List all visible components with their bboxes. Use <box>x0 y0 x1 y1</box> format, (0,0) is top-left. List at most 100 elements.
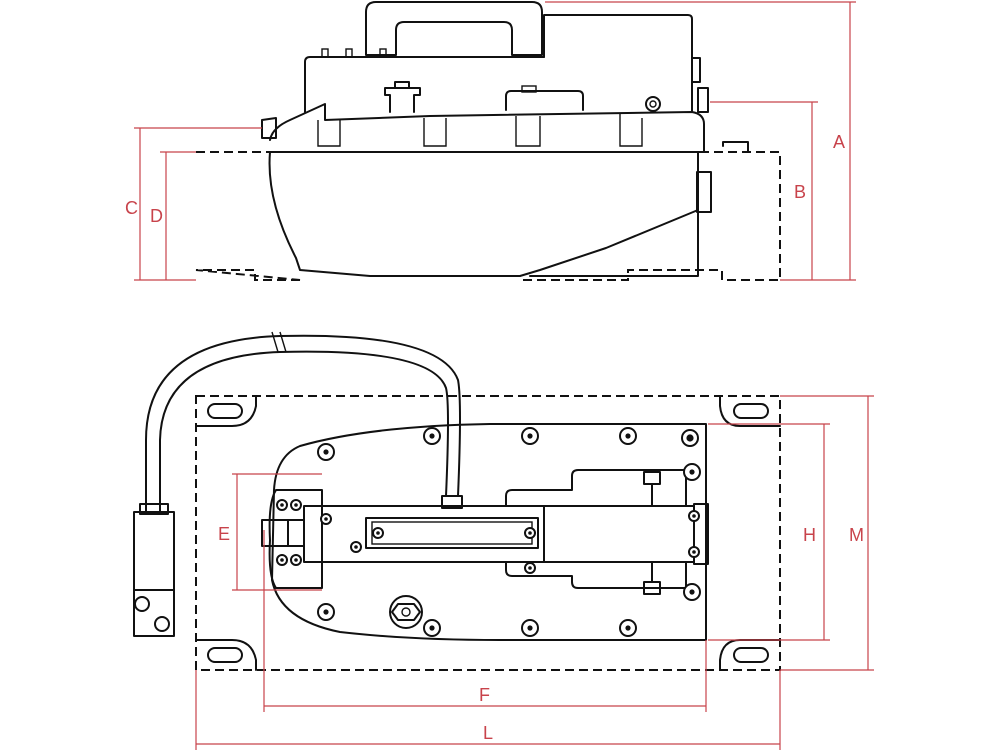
pendant-cap <box>139 503 169 515</box>
side-view <box>195 1 781 281</box>
bolt-center <box>689 469 695 475</box>
electrical-connector <box>384 81 421 113</box>
remote-hose <box>145 334 461 513</box>
manifold-bar <box>303 505 545 563</box>
motor-housing <box>304 14 693 113</box>
valve-port <box>261 519 289 547</box>
reservoir-body <box>268 151 699 277</box>
side-baseplate-outline <box>195 151 781 281</box>
band-pocket <box>515 116 541 147</box>
valve-end-cap <box>693 503 709 565</box>
bolt-center <box>692 550 696 554</box>
bolt-center <box>528 531 532 535</box>
top-fitting <box>379 48 387 58</box>
mounting-slot <box>733 647 769 663</box>
valve-body <box>543 505 695 563</box>
slot-boss <box>195 639 257 671</box>
bolt-center <box>280 558 284 562</box>
dimension-label-f: F <box>479 685 490 705</box>
slot-boss <box>719 395 781 427</box>
side-clip <box>722 141 749 153</box>
dimension-e: E <box>218 473 322 591</box>
band-pocket <box>317 120 341 147</box>
frame-pin <box>643 471 661 485</box>
side-fitting <box>697 87 709 113</box>
pendant-button-icon <box>134 596 150 612</box>
bolt-center <box>625 433 631 439</box>
filler-cap <box>505 90 584 111</box>
dimension-m: M <box>780 395 874 671</box>
side-valve <box>696 171 712 213</box>
bolt-center <box>689 589 695 595</box>
dimensions: A B C D E <box>125 1 874 750</box>
mounting-slot <box>207 647 243 663</box>
mounting-slot <box>207 403 243 419</box>
bolt-center <box>324 517 328 521</box>
remote-pendant <box>133 511 175 637</box>
slot-boss <box>719 639 781 671</box>
bolt-center <box>692 514 696 518</box>
bolt-center <box>528 566 532 570</box>
reservoir-base <box>529 209 699 277</box>
gauge-port <box>645 96 661 112</box>
band-pocket <box>619 114 643 147</box>
pump-frame-bottom <box>505 561 687 589</box>
mounting-slot <box>733 403 769 419</box>
left-bracket <box>261 117 277 139</box>
hose-fitting <box>441 495 463 509</box>
bolt-center <box>294 503 298 507</box>
filler-port-center <box>401 607 411 617</box>
bolt-center <box>376 531 380 535</box>
dimension-label-m: M <box>849 525 864 545</box>
bolt-center <box>527 625 533 631</box>
hose-break-mark <box>271 331 287 353</box>
bolt-center <box>527 433 533 439</box>
reservoir-band <box>269 103 705 153</box>
dimension-f: F <box>263 530 707 712</box>
dimension-label-b: B <box>794 182 806 202</box>
dimension-a: A <box>545 1 856 281</box>
bolt-center <box>323 449 329 455</box>
top-fitting <box>321 48 329 58</box>
dimension-h: H <box>708 423 830 641</box>
side-fitting <box>691 57 701 83</box>
bolt-pattern <box>276 427 701 637</box>
bolt-center <box>686 434 694 442</box>
manifold-slot <box>365 517 539 549</box>
band-pocket <box>423 118 447 147</box>
dimension-label-h: H <box>803 525 816 545</box>
valve-block <box>268 489 323 589</box>
dimension-b: B <box>710 101 818 280</box>
dimension-label-c: C <box>125 198 138 218</box>
dimension-label-l: L <box>483 723 493 743</box>
carry-handle <box>365 1 543 56</box>
bolt-center <box>429 625 435 631</box>
dimension-label-d: D <box>150 206 163 226</box>
bolt-center <box>354 545 358 549</box>
pump-frame-top <box>505 469 687 507</box>
pendant-button-icon <box>154 616 170 632</box>
dimension-l: L <box>195 670 781 750</box>
dimension-label-e: E <box>218 524 230 544</box>
bolt-center <box>280 503 284 507</box>
top-fitting <box>345 48 353 58</box>
manifold-slot-inner <box>371 521 533 545</box>
bolt-center <box>323 609 329 615</box>
dimension-label-a: A <box>833 132 845 152</box>
dimension-c: C <box>125 127 262 281</box>
valve-port <box>287 519 305 547</box>
filler-cap-knob <box>521 85 537 93</box>
bolt-center <box>294 558 298 562</box>
top-baseplate-outline <box>195 395 781 671</box>
gauge-port-inner <box>649 100 657 108</box>
filler-port <box>389 595 423 629</box>
bolt-center <box>429 433 435 439</box>
filler-port-nut <box>391 603 421 621</box>
bolt-center <box>625 625 631 631</box>
slot-boss <box>195 395 257 427</box>
dimension-d: D <box>150 151 196 280</box>
top-view <box>133 331 781 671</box>
pump-body-outline <box>271 423 707 641</box>
remote-hose <box>159 350 449 513</box>
